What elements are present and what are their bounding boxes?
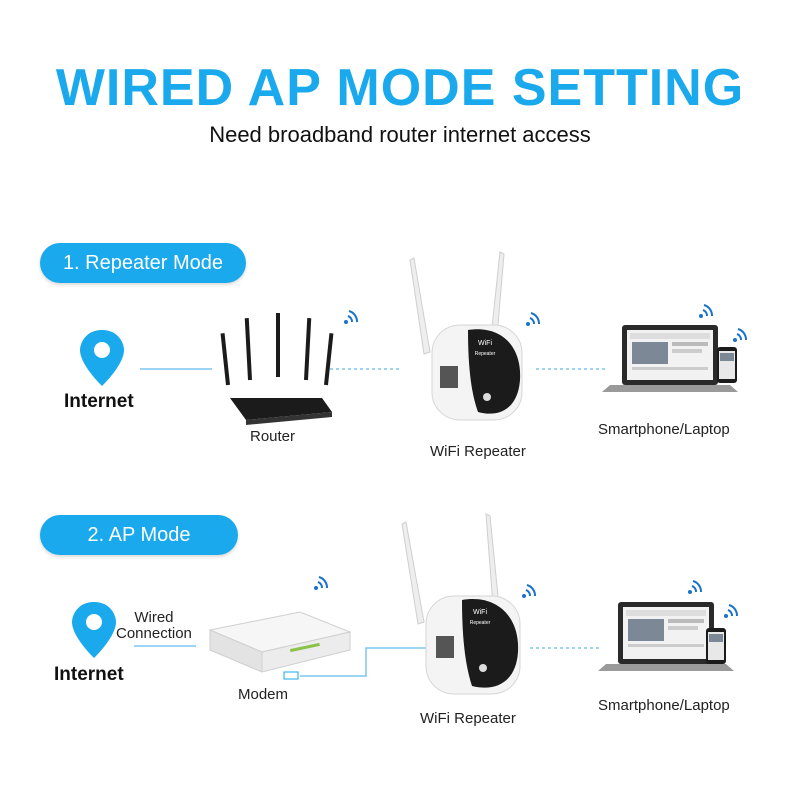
wifi-signal-icon (344, 310, 358, 324)
laptop-phone-icon (602, 325, 738, 392)
wifi-signal-icon (522, 584, 536, 598)
wifi-signal-icon (699, 304, 713, 318)
repeater-face-line2: Repeater (470, 620, 491, 626)
modem-icon (208, 611, 352, 673)
wifi-repeater-icon: WiFi Repeater (401, 513, 521, 695)
location-pin-icon (72, 602, 116, 658)
repeater-face-line1: WiFi (473, 609, 487, 616)
wifi-signal-icon (724, 604, 738, 618)
wired-label-bottom: Connection (116, 625, 192, 642)
wifi-signal-icon (526, 312, 540, 326)
ap-mode-pill: 2. AP Mode (40, 515, 238, 555)
wired-connection-label: Wired Connection (116, 610, 192, 642)
repeater-face-line2: Repeater (475, 351, 496, 357)
wifi-signal-icon (314, 576, 328, 590)
repeater-face-line1: WiFi (478, 340, 492, 347)
device-label: Smartphone/Laptop (598, 697, 730, 714)
internet-label: Internet (54, 664, 124, 685)
wifi-repeater-icon: WiFi Repeater (409, 251, 523, 421)
page-subtitle: Need broadband router internet access (209, 122, 591, 147)
page-title: WIRED AP MODE SETTING (55, 59, 745, 117)
internet-label: Internet (64, 391, 134, 412)
wired-label-top: Wired (134, 609, 174, 626)
modem-label: Modem (238, 686, 289, 703)
router-icon (220, 313, 334, 425)
device-label: Smartphone/Laptop (598, 421, 730, 438)
repeater-label: WiFi Repeater (420, 710, 516, 727)
ethernet-cable (300, 647, 438, 677)
repeater-mode-pill: 1. Repeater Mode (40, 243, 246, 283)
wifi-signal-icon (688, 580, 702, 594)
wifi-signal-icon (733, 328, 747, 342)
router-label: Router (250, 428, 296, 445)
location-pin-icon (80, 330, 124, 386)
repeater-label: WiFi Repeater (430, 443, 526, 460)
laptop-phone-icon (598, 602, 734, 671)
